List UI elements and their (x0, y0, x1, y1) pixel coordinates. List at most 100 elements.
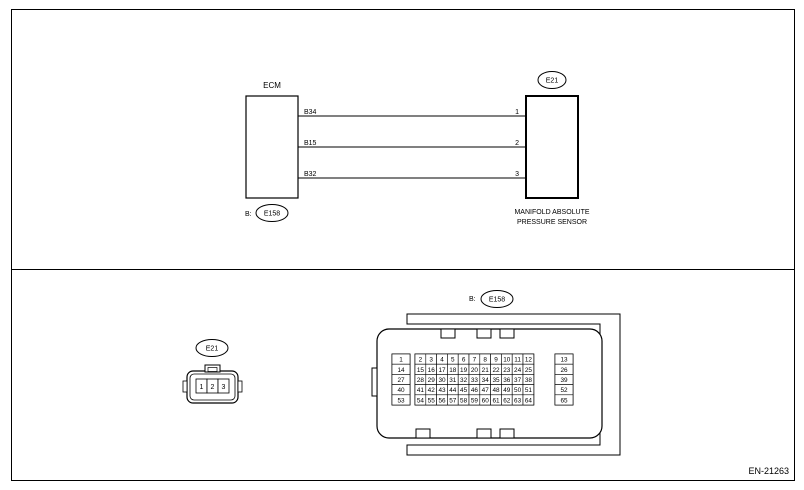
e158-pin-number: 44 (449, 387, 457, 394)
e158-connector-id: E158 (489, 297, 505, 304)
e158-pin-number: 3 (429, 357, 433, 364)
e21-key-left (182, 380, 188, 393)
e21-connector-tag: E21 (195, 339, 229, 357)
e158-pin-cell (391, 394, 411, 406)
e158-pin-number: 63 (514, 397, 522, 404)
e158-pin-number: 48 (492, 387, 500, 394)
e158-pin-number: 11 (514, 357, 521, 364)
ecm-connector-prefix: B: (245, 211, 252, 218)
e158-top-tab (476, 328, 492, 339)
e158-connector-prefix: B: (469, 296, 476, 303)
e158-connector-tag: E158 (480, 290, 514, 308)
e158-pin-cell (522, 394, 535, 406)
e158-pin-number: 53 (397, 397, 405, 404)
e158-pin-number: 20 (471, 367, 479, 374)
e158-pin-number: 16 (428, 367, 436, 374)
sensor-pin-label: 1 (515, 109, 519, 116)
sensor-name-line1: MANIFOLD ABSOLUTE (514, 209, 589, 216)
diagram-frame (11, 9, 795, 481)
e158-pin-number: 51 (525, 387, 533, 394)
e158-pin-number: 4 (440, 357, 444, 364)
e158-pin-number: 56 (438, 397, 446, 404)
e158-pin-number: 47 (482, 387, 490, 394)
sensor-pin-label: 2 (515, 140, 519, 147)
sensor-name-line2: PRESSURE SENSOR (517, 219, 587, 226)
e21-key-right (237, 380, 243, 393)
e158-bottom-tab (476, 428, 492, 439)
e158-pin-number: 65 (560, 397, 568, 404)
ecm-pin-label: B32 (304, 171, 317, 178)
e158-pin-number: 26 (560, 367, 568, 374)
e158-pin-number: 33 (471, 377, 479, 384)
e21-pin-number: 2 (211, 384, 215, 391)
e158-pin-number: 2 (419, 357, 423, 364)
e158-pin-number: 55 (428, 397, 436, 404)
e158-pin-number: 39 (560, 377, 568, 384)
ecm-box (245, 95, 299, 199)
e158-pin-number: 62 (503, 397, 511, 404)
e21-pin-number: 3 (222, 384, 226, 391)
e158-pin-number: 45 (460, 387, 468, 394)
e158-pin-number: 57 (449, 397, 457, 404)
e158-pin-number: 5 (451, 357, 455, 364)
e158-pin-number: 8 (483, 357, 487, 364)
e158-pin-number: 61 (492, 397, 500, 404)
e158-pin-number: 23 (503, 367, 511, 374)
e158-top-tab (440, 328, 456, 339)
e158-pin-number: 58 (460, 397, 468, 404)
e158-pin-number: 35 (492, 377, 500, 384)
e158-pin-number: 24 (514, 367, 522, 374)
e158-pin-number: 17 (438, 367, 446, 374)
e158-pin-number: 32 (460, 377, 468, 384)
e21-pin-number: 1 (200, 384, 204, 391)
e158-pin-number: 9 (494, 357, 498, 364)
e158-pin-number: 12 (525, 357, 533, 364)
sensor-pin-label: 3 (515, 171, 519, 178)
sensor-connector-id: E21 (546, 78, 559, 85)
e158-pin-number: 43 (438, 387, 446, 394)
e158-pin-number: 38 (525, 377, 533, 384)
e158-rear-shell (406, 313, 621, 456)
e158-pin-number: 54 (417, 397, 425, 404)
e158-pin-number: 42 (428, 387, 436, 394)
wiring-schematic: ECM B: E158 B34 B15 B32 1 2 3 E21 MANIFO… (245, 71, 590, 226)
ecm-pin-label: B34 (304, 109, 317, 116)
e158-pin-number: 27 (397, 377, 405, 384)
sensor-box (525, 95, 579, 199)
e158-pin-number: 28 (417, 377, 425, 384)
e158-pin-number: 46 (471, 387, 479, 394)
e158-pin-number: 49 (503, 387, 511, 394)
figure-id: EN-21263 (748, 466, 789, 476)
e158-pin-number: 60 (482, 397, 490, 404)
e158-pin-number: 14 (397, 367, 405, 374)
e158-pin-number: 30 (438, 377, 446, 384)
e158-pin-number: 25 (525, 367, 533, 374)
e158-pin-number: 29 (428, 377, 436, 384)
e158-pin-number: 59 (471, 397, 479, 404)
e21-pin-cell (217, 378, 230, 394)
e21-connector-id: E21 (206, 346, 219, 353)
sensor-connector-tag: E21 (537, 71, 567, 89)
e158-pin-number: 21 (482, 367, 490, 374)
e158-top-tab (499, 328, 515, 339)
e158-pin-number: 36 (503, 377, 511, 384)
e158-pin-number: 6 (462, 357, 466, 364)
e158-pin-number: 50 (514, 387, 522, 394)
e158-pin-number: 22 (492, 367, 500, 374)
e158-pin-number: 31 (449, 377, 457, 384)
ecm-pin-label: B15 (304, 140, 317, 147)
e158-pin-number: 10 (503, 357, 511, 364)
e158-pin-number: 13 (560, 357, 568, 364)
e158-pin-number: 7 (473, 357, 477, 364)
e158-pin-number: 40 (397, 387, 405, 394)
e158-pin-number: 18 (449, 367, 457, 374)
e158-pin-number: 64 (525, 397, 533, 404)
e158-side-latch (371, 367, 378, 397)
e21-housing-inner (189, 373, 236, 401)
e21-latch (204, 364, 221, 373)
